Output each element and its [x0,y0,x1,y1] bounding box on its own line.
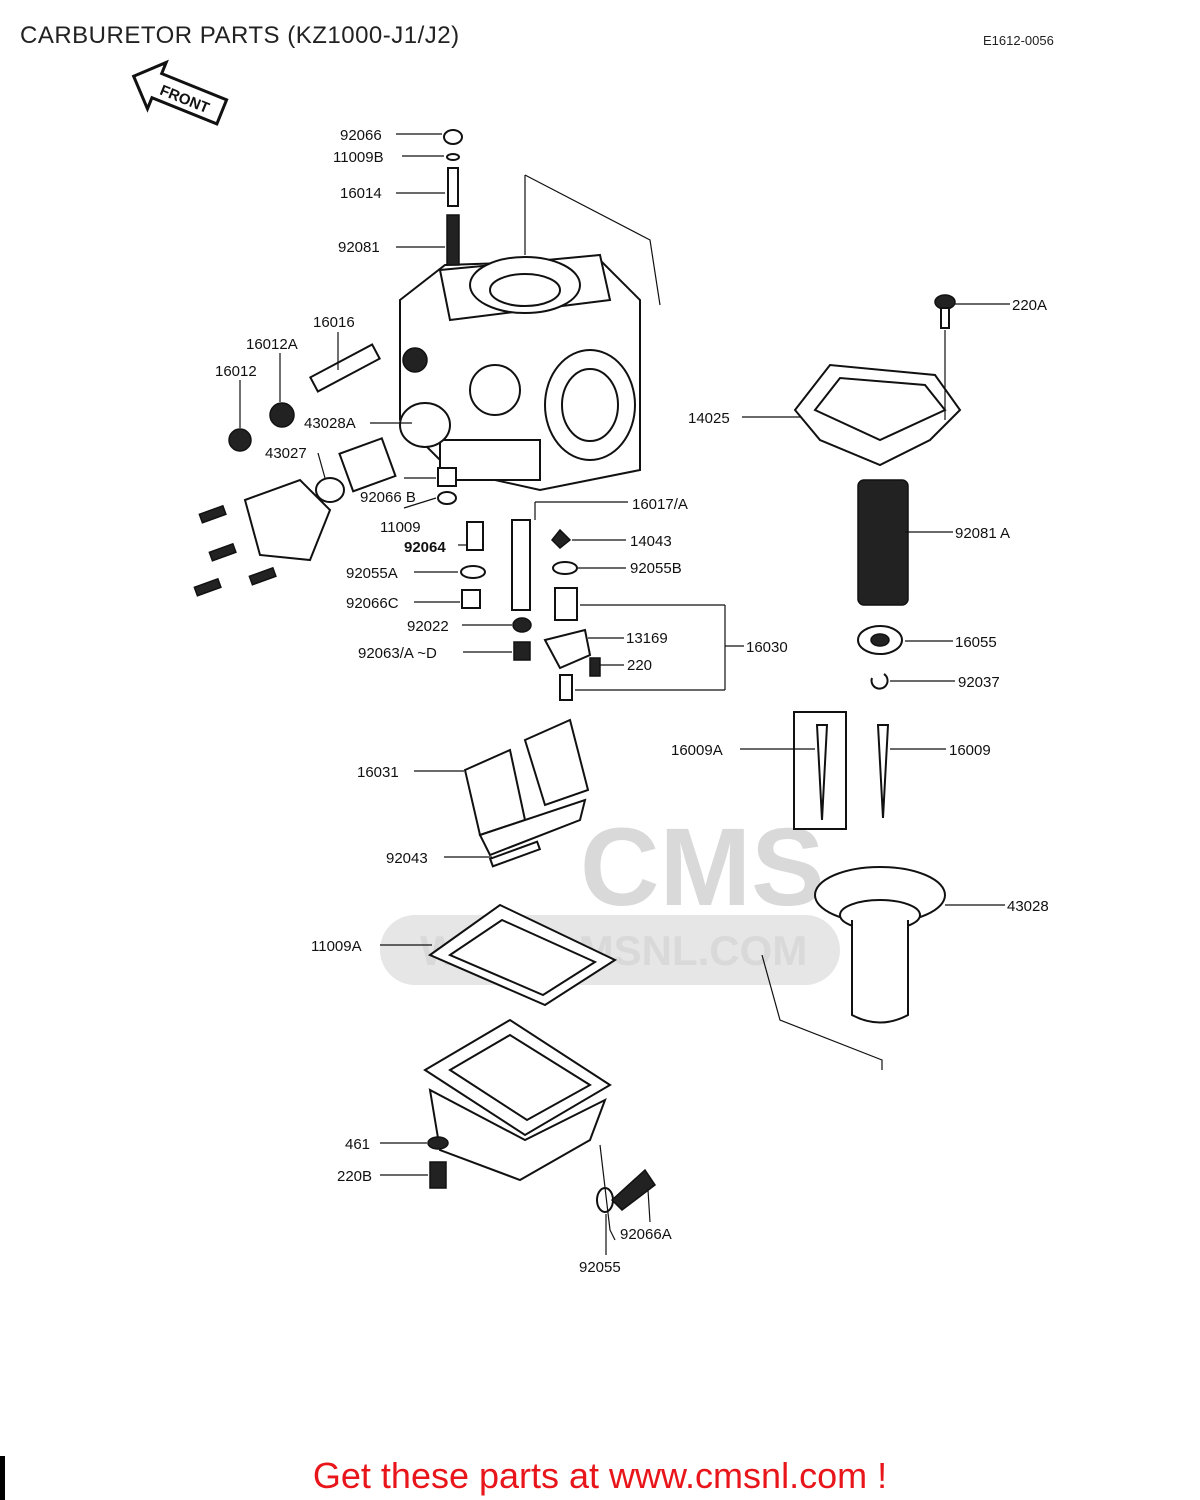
part-label-220b: 220B [337,1168,372,1185]
part-label-16009: 16009 [949,742,991,759]
part-label-461: 461 [345,1136,370,1153]
part-label-220: 220 [627,657,652,674]
part-label-92055: 92055 [579,1259,621,1276]
part-label-16055: 16055 [955,634,997,651]
part-label-16012a: 16012A [246,336,298,353]
part-label-92055a: 92055A [346,565,398,582]
part-label-11009a: 11009A [311,938,362,955]
part-label-92064: 92064 [404,539,446,556]
part-label-92037: 92037 [958,674,1000,691]
part-label-13169: 13169 [626,630,668,647]
top-screw-stack [443,129,463,266]
part-label-92066c: 92066C [346,595,399,612]
part-label-16031: 16031 [357,764,399,781]
part-label-43027: 43027 [265,445,307,462]
diagram-code: E1612-0056 [983,33,1054,48]
part-label-92081: 92081 [338,239,380,256]
part-label-92043: 92043 [386,850,428,867]
side-left-parts [193,343,451,597]
part-labels: 92066 11009B 16014 92081 16016 16012A 16… [215,127,1049,1276]
part-label-16012: 16012 [215,363,257,380]
part-label-92066a: 92066A [620,1226,672,1243]
part-label-16030: 16030 [746,639,788,656]
front-arrow-icon: FRONT [131,59,229,126]
vacuum-piston [814,866,946,1024]
part-label-43028a: 43028A [304,415,356,432]
part-label-43028: 43028 [1007,898,1049,915]
part-label-92055b: 92055B [630,560,682,577]
part-label-16014: 16014 [340,185,382,202]
part-label-220a: 220A [1012,297,1047,314]
page-title: CARBURETOR PARTS (KZ1000-J1/J2) [20,22,460,49]
float-assembly [463,718,590,868]
part-label-92081a: 92081 A [955,525,1010,542]
part-label-92063ad: 92063/A ~D [358,645,437,662]
float-bowl-gasket [427,903,618,1007]
part-label-16016: 16016 [313,314,355,331]
part-label-16017a: 16017/A [632,496,688,513]
center-jets [437,467,601,701]
assembly-guide-lines [524,174,946,1241]
part-label-14043: 14043 [630,533,672,550]
part-label-11009b: 11009B [333,149,384,166]
watermark-brand: CMS [580,806,824,929]
part-label-92022: 92022 [407,618,449,635]
part-label-16009a: 16009A [671,742,723,759]
jet-needles [793,711,890,830]
part-label-92066b: 92066 B [360,489,416,506]
carburetor-body [399,253,641,492]
part-label-14025: 14025 [688,410,730,427]
part-label-11009: 11009 [380,519,421,536]
promo-link[interactable]: Get these parts at www.cmsnl.com ! [312,1455,888,1496]
top-cap-assembly [793,294,962,690]
edge-mark [0,1456,5,1500]
leader-lines [239,133,1010,1255]
part-label-92066: 92066 [340,127,382,144]
float-bowl [423,1018,657,1213]
